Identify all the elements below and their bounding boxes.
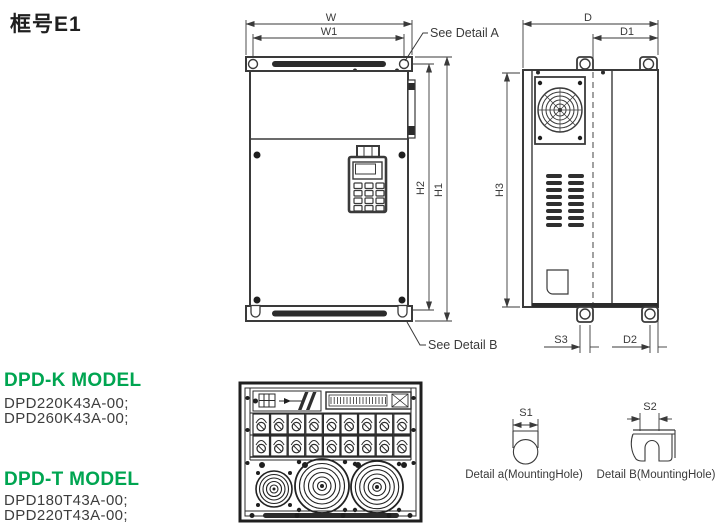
detail-a-dim-label: S1 [519,407,532,419]
model-item: DPD220K43A-00; [4,395,129,412]
keypad-display [352,161,383,180]
bottom-fan-left [255,470,293,508]
dim-s3 [544,325,599,353]
bottom-lip [245,510,416,518]
side-bottom-tabs [576,306,659,323]
bottom-terminal-strip-connector [325,391,412,410]
keypad-buttons [353,182,385,212]
dim-h3-label: H3 [494,183,506,197]
dim-s3-label: S3 [554,334,567,346]
dim-h1-label: H1 [433,183,445,197]
bottom-fans [255,458,404,514]
dim-w1-label: W1 [321,26,338,38]
detail-a-hole [512,439,539,465]
side-body [522,69,659,308]
dim-d1-label: D1 [620,26,634,38]
dpd-t-model-heading: DPD-T MODEL [4,469,140,490]
see-detail-a-label: See Detail A [430,26,499,40]
mounting-hole-top-left [247,58,259,70]
dim-h3 [502,72,520,308]
detail-b-slot [630,433,673,462]
detail-a-drawing [512,419,539,465]
side-access-cover [546,269,569,295]
dim-d2-label: D2 [623,334,637,346]
detail-b-drawing [627,413,676,462]
bottom-control-strip [252,390,412,412]
see-detail-b-label: See Detail B [428,338,497,352]
mounting-hole-top-right [398,58,410,70]
dim-d2 [612,310,667,353]
bottom-rail-screws [245,396,416,465]
dim-d-label: D [584,12,592,24]
side-fan [534,76,586,145]
dim-h1 [415,56,452,322]
front-bottom-plate [245,304,413,322]
front-view-drawing [245,20,452,346]
mounting-slot-bottom-left [250,304,261,318]
front-side-tab [407,79,416,139]
frame-number-title: 框号E1 [10,13,82,36]
side-view-drawing [502,20,667,353]
model-item: DPD260K43A-00; [4,410,129,427]
bottom-view-drawing [238,381,423,523]
dim-w-label: W [326,12,337,24]
model-item: DPD220T43A-00; [4,507,128,524]
dim-h2-label: H2 [415,181,427,195]
mounting-slot-bottom-right [397,304,408,318]
dim-d1 [592,34,659,70]
leader-detail-a [404,32,428,62]
detail-b-caption: Detail B(MountingHole) [597,469,716,481]
dim-h2 [412,63,434,311]
detail-a-caption: Detail a(MountingHole) [465,469,583,481]
dim-w [245,20,413,55]
front-screws [253,151,406,304]
leader-detail-b [406,321,426,346]
dpd-k-model-heading: DPD-K MODEL [4,370,142,391]
front-keypad [347,145,388,214]
model-item: DPD180T43A-00; [4,492,128,509]
dim-w1 [252,34,405,58]
side-vents [546,174,584,227]
detail-b-dim-label: S2 [643,401,656,413]
